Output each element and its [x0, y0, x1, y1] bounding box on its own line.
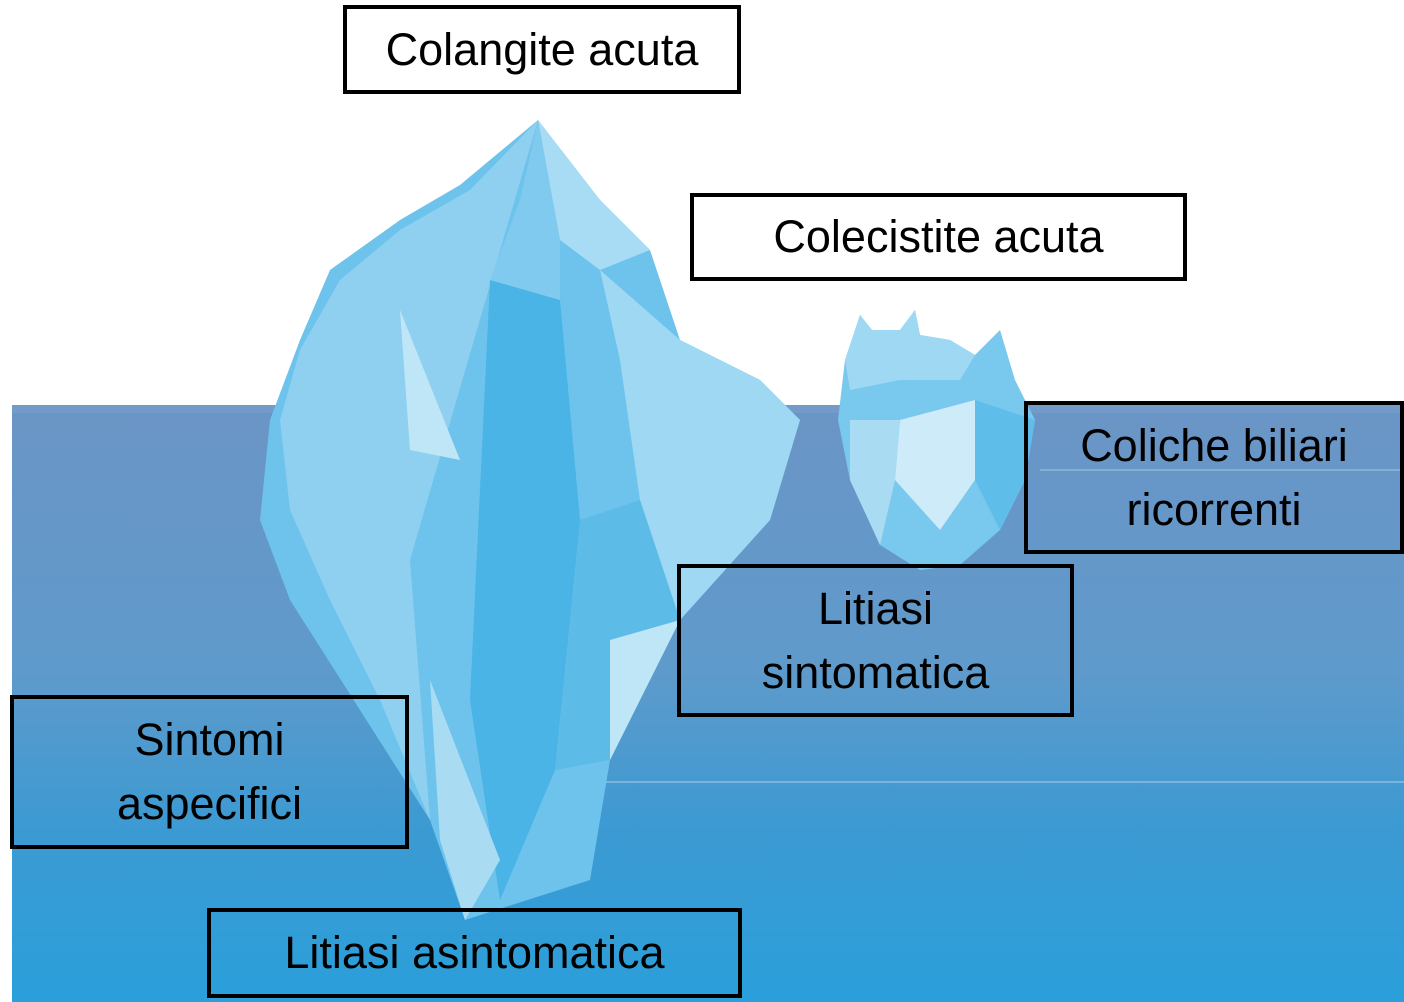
- coliche-biliari-box: Coliche biliari ricorrenti: [1024, 401, 1404, 554]
- sintomi-aspecifici-label-line2: aspecifici: [117, 772, 302, 836]
- litiasi-sintomatica-label-line1: Litiasi: [818, 577, 933, 641]
- sintomi-aspecifici-label-line1: Sintomi: [134, 708, 284, 772]
- colecistite-acuta-box: Colecistite acuta: [690, 193, 1187, 281]
- coliche-biliari-label-line1: Coliche biliari: [1080, 414, 1348, 478]
- colecistite-acuta-label: Colecistite acuta: [773, 205, 1103, 269]
- litiasi-sintomatica-box: Litiasi sintomatica: [677, 564, 1074, 717]
- coliche-biliari-label-line2: ricorrenti: [1126, 478, 1301, 542]
- litiasi-asintomatica-box: Litiasi asintomatica: [207, 908, 742, 998]
- litiasi-asintomatica-label: Litiasi asintomatica: [284, 921, 664, 985]
- colangite-acuta-box: Colangite acuta: [343, 5, 741, 94]
- colangite-acuta-label: Colangite acuta: [386, 18, 699, 82]
- litiasi-sintomatica-label-line2: sintomatica: [762, 641, 990, 705]
- sintomi-aspecifici-box: Sintomi aspecifici: [10, 695, 409, 849]
